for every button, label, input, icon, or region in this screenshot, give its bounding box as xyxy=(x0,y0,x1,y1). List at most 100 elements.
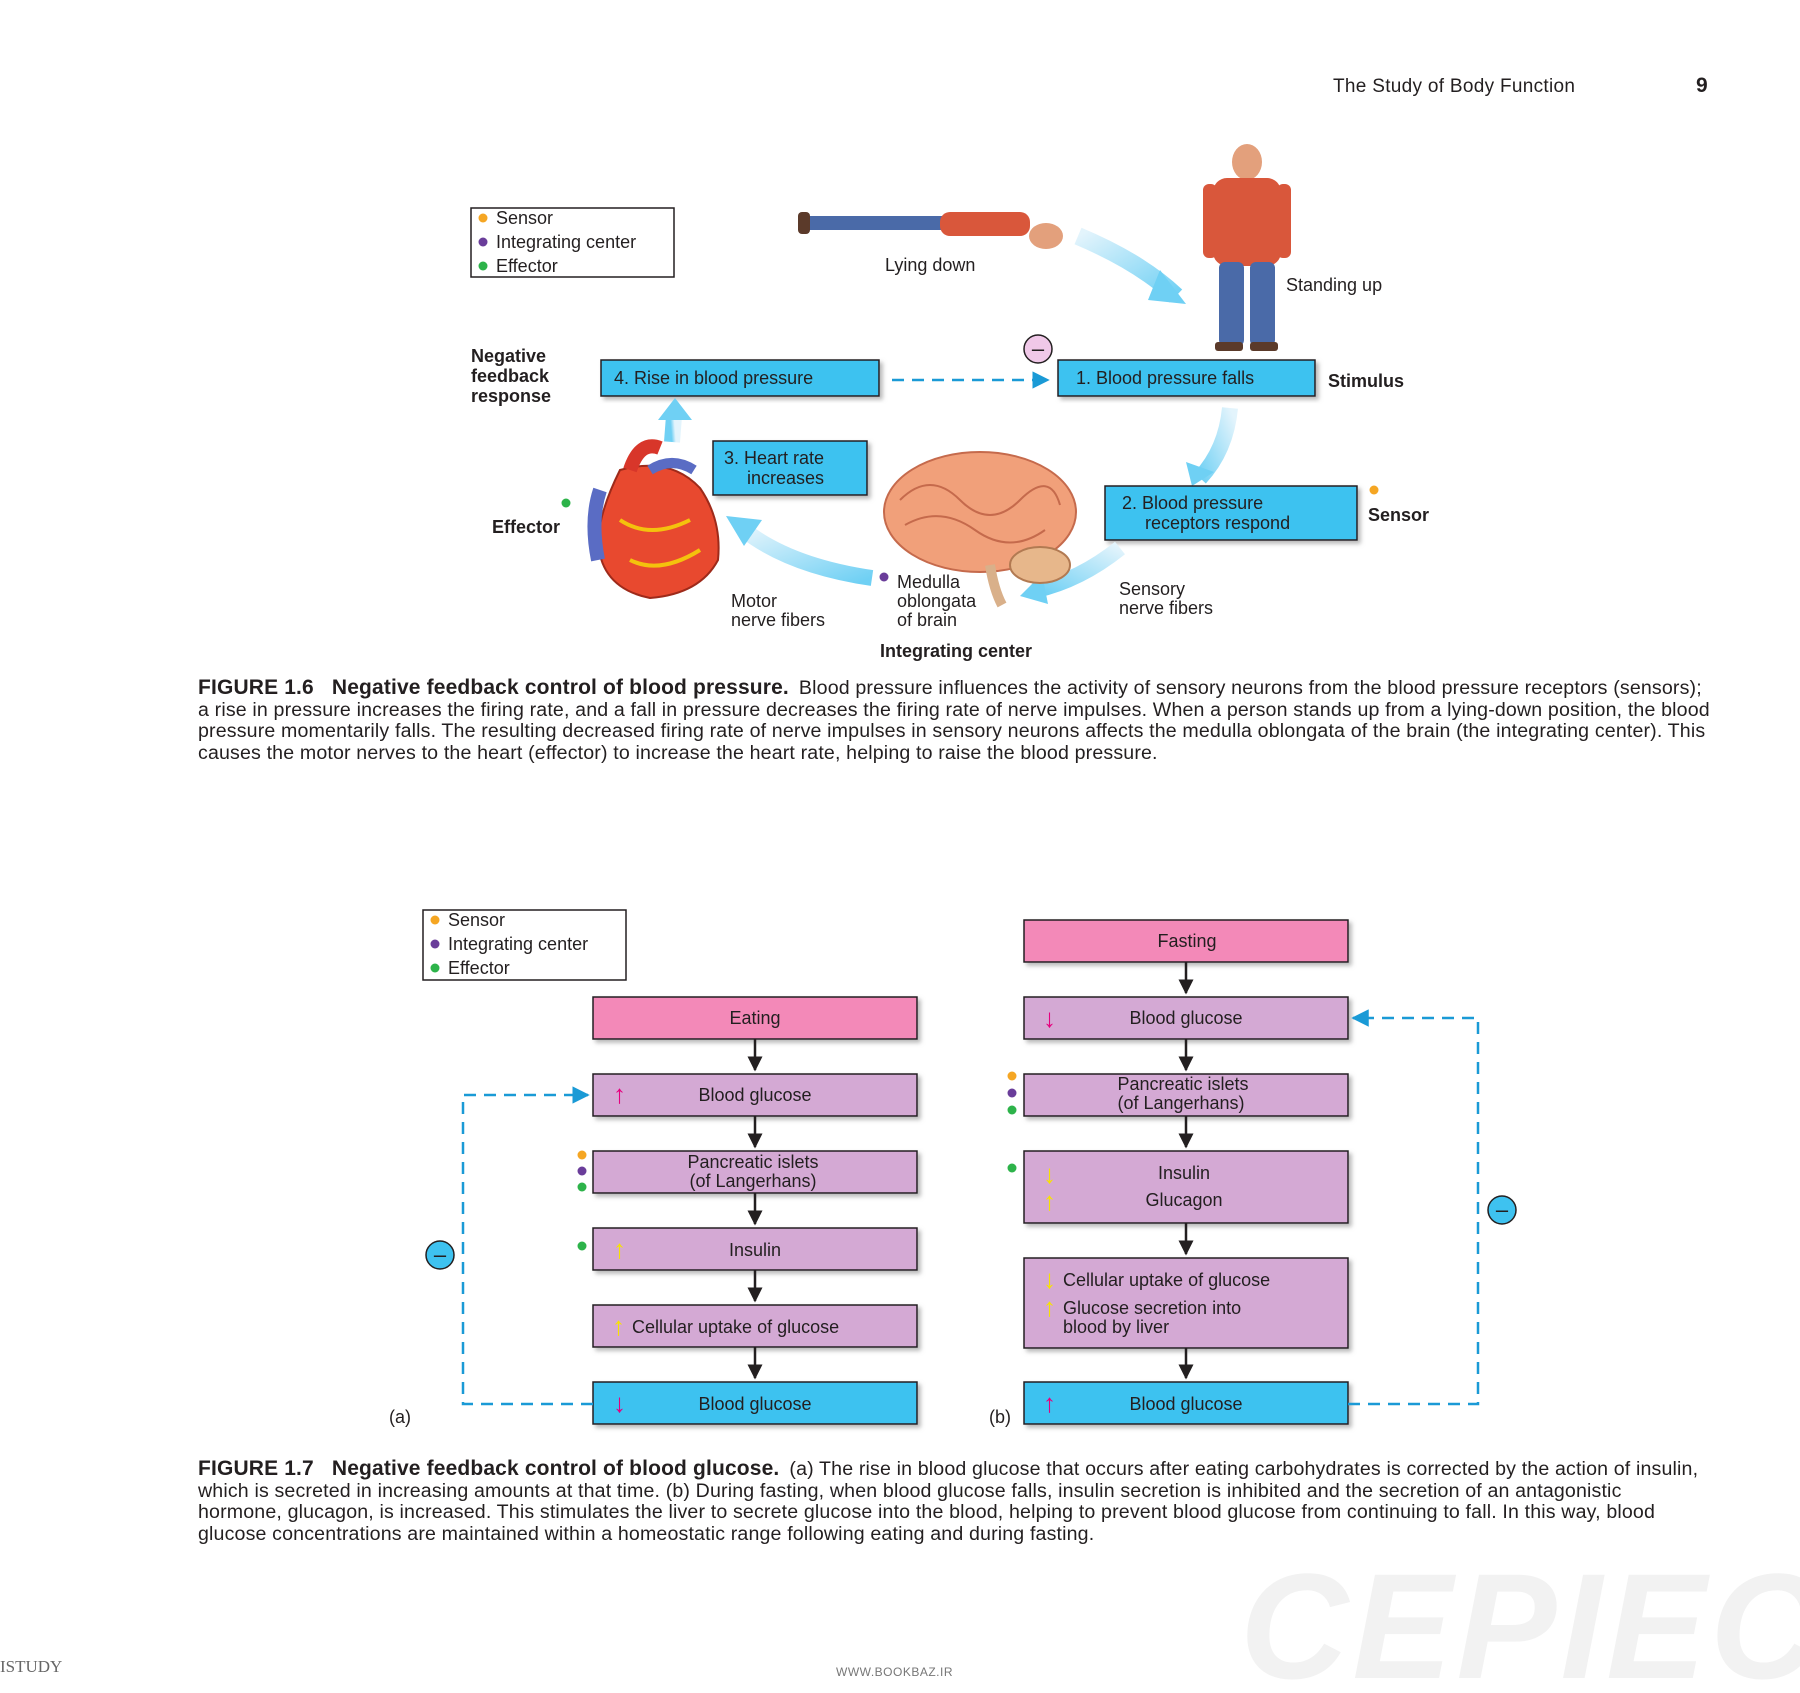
uptake-box-a xyxy=(592,1304,918,1348)
islets-label-2: (of Langerhans) xyxy=(689,1171,816,1191)
eating-label: Eating xyxy=(729,1008,780,1028)
panel-a: (a) Eating ↑ Blood glucose Pancreatic is… xyxy=(389,996,918,1427)
medulla-label-2: oblongata xyxy=(897,591,977,611)
box4-label: 4. Rise in blood pressure xyxy=(614,368,813,388)
uptake-label: Cellular uptake of glucose xyxy=(632,1317,839,1337)
blood-glucose-down-box xyxy=(592,1381,918,1425)
secretion-label-1: Glucose secretion into xyxy=(1063,1298,1241,1318)
yellow-down-arrow-icon: ↓ xyxy=(1043,1159,1056,1189)
integrating-center-label: Integrating center xyxy=(880,641,1032,661)
effector-dot-icon xyxy=(561,498,571,508)
figure-1-7-title: Negative feedback control of blood gluco… xyxy=(331,1457,780,1480)
figure-1-6-caption-text: Blood pressure influences the activity o… xyxy=(198,677,1710,764)
sensor-label: Sensor xyxy=(1368,505,1429,525)
minus-glyph: – xyxy=(1496,1197,1509,1222)
blood-glucose-up-box xyxy=(592,1073,918,1117)
yellow-down-arrow-icon: ↓ xyxy=(1043,1264,1056,1294)
integrating-dot-icon xyxy=(879,572,889,582)
integrating-dot-icon xyxy=(430,939,440,949)
figure-1-6-number: FIGURE 1.6 xyxy=(198,676,314,699)
blood-glucose-down-label-b: Blood glucose xyxy=(1129,1008,1242,1028)
effector-dot-icon xyxy=(1007,1163,1017,1173)
standing-up-label: Standing up xyxy=(1286,275,1382,295)
negative-feedback-label-1: Negative xyxy=(471,346,546,366)
minus-circle-icon xyxy=(1487,1195,1517,1225)
integrating-dot-icon xyxy=(1007,1088,1017,1098)
box-heart-rate-increases: 3. Heart rate increases xyxy=(712,440,868,496)
effector-dot-icon xyxy=(577,1241,587,1251)
box-rise-in-blood-pressure: 4. Rise in blood pressure xyxy=(600,359,880,397)
figure-1-6-title: Negative feedback control of blood press… xyxy=(331,676,789,699)
eating-box xyxy=(592,996,918,1040)
footer-left-text: ISTUDY xyxy=(0,1657,63,1676)
brain-illustration xyxy=(883,451,1077,608)
minus-glyph: – xyxy=(1032,336,1045,361)
down-arrow-icon xyxy=(1193,407,1238,484)
figure-1-7-caption: FIGURE 1.7 Negative feedback control of b… xyxy=(198,1458,1710,1545)
standing-person-illustration xyxy=(1203,144,1291,351)
minus-glyph: – xyxy=(434,1242,447,1267)
integrating-dot-icon xyxy=(478,237,488,247)
legend-fig-1-7: Sensor Integrating center Effector xyxy=(422,909,627,981)
pink-up-arrow-icon: ↑ xyxy=(613,1079,626,1109)
pink-down-arrow-icon: ↓ xyxy=(613,1388,626,1418)
panel-b-label: (b) xyxy=(989,1407,1011,1427)
stimulus-label: Stimulus xyxy=(1328,371,1404,391)
sensor-dot-icon xyxy=(1007,1071,1017,1081)
blood-glucose-down-label: Blood glucose xyxy=(698,1394,811,1414)
effector-dot-icon xyxy=(478,261,488,271)
insulin-label: Insulin xyxy=(729,1240,781,1260)
legend-integrating-center: Integrating center xyxy=(448,934,588,954)
effector-dot-icon xyxy=(577,1182,587,1192)
medulla-label-3: of brain xyxy=(897,610,957,630)
negative-feedback-label-2: feedback xyxy=(471,366,550,386)
insulin-glucagon-box xyxy=(1023,1150,1349,1224)
fasting-label: Fasting xyxy=(1157,931,1216,951)
insulin-label-b: Insulin xyxy=(1158,1163,1210,1183)
feedback-loop-a xyxy=(461,1086,593,1406)
islets-label-1-b: Pancreatic islets xyxy=(1117,1074,1248,1094)
yellow-up-arrow-icon: ↑ xyxy=(612,1311,625,1341)
sensor-dot-icon xyxy=(430,915,440,925)
lying-person-illustration xyxy=(798,212,1063,249)
sensor-dot-icon xyxy=(478,213,488,223)
pink-up-arrow-icon: ↑ xyxy=(1043,1388,1056,1418)
sensor-dot-icon xyxy=(577,1150,587,1160)
fasting-box xyxy=(1023,919,1349,963)
running-title: The Study of Body Function xyxy=(1333,76,1576,97)
transition-arrowhead-icon xyxy=(1148,270,1186,304)
figure-1-7-caption-text-b: (b) During fasting, when blood glucose f… xyxy=(198,1479,1656,1545)
panel-b: (b) Fasting ↓ Blood glucose Pancreatic i… xyxy=(989,919,1517,1427)
integrating-dot-icon xyxy=(577,1166,587,1176)
blood-glucose-up-label-b: Blood glucose xyxy=(1129,1394,1242,1414)
blood-glucose-up-label: Blood glucose xyxy=(698,1085,811,1105)
islets-label-2-b: (of Langerhans) xyxy=(1117,1093,1244,1113)
effector-dot-icon xyxy=(1007,1105,1017,1115)
sensory-label-2: nerve fibers xyxy=(1119,598,1213,618)
pink-down-arrow-icon: ↓ xyxy=(1043,1003,1056,1033)
yellow-up-arrow-icon: ↑ xyxy=(613,1234,626,1264)
yellow-up-arrow-icon: ↑ xyxy=(1043,1186,1056,1216)
glucagon-label: Glucagon xyxy=(1145,1190,1222,1210)
legend-effector: Effector xyxy=(448,958,510,978)
figure-1-6: Sensor Integrating center Effector Lying… xyxy=(470,144,1429,661)
box2-label-1: 2. Blood pressure xyxy=(1122,493,1263,513)
box-blood-pressure-falls: 1. Blood pressure falls xyxy=(1057,359,1316,397)
box3-label-1: 3. Heart rate xyxy=(724,448,824,468)
down-arrowhead-icon xyxy=(1186,462,1214,486)
box3-label-2: increases xyxy=(747,468,824,488)
motor-arrowhead-icon xyxy=(726,516,762,546)
yellow-up-arrow-icon: ↑ xyxy=(1043,1292,1056,1322)
box1-label: 1. Blood pressure falls xyxy=(1076,368,1254,388)
page-number: 9 xyxy=(1696,74,1708,97)
uptake-label-b: Cellular uptake of glucose xyxy=(1063,1270,1270,1290)
box-receptors-respond: 2. Blood pressure receptors respond xyxy=(1104,485,1358,541)
sensory-arrow-icon xyxy=(1034,541,1125,598)
figure-1-7-number: FIGURE 1.7 xyxy=(198,1457,314,1480)
uptake-secretion-box xyxy=(1023,1257,1349,1349)
figure-1-6-caption: FIGURE 1.6 Negative feedback control of b… xyxy=(198,677,1710,764)
insulin-box-a xyxy=(592,1227,918,1271)
minus-circle-icon xyxy=(1023,334,1053,364)
motor-label-2: nerve fibers xyxy=(731,610,825,630)
